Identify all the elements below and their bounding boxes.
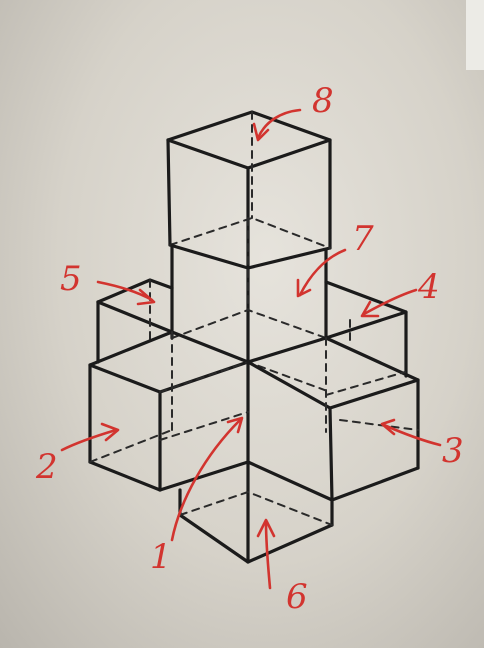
- cube-7: [170, 217, 328, 364]
- arrow-1: [170, 418, 242, 542]
- arrow-8: [256, 108, 302, 140]
- cube-2: [88, 330, 250, 492]
- label-1: 1: [150, 537, 172, 577]
- arrow-7: [298, 248, 347, 297]
- label-3: 3: [442, 431, 464, 471]
- arrow-4: [362, 288, 418, 316]
- label-8: 8: [312, 81, 334, 121]
- label-2: 2: [35, 447, 58, 487]
- cube-4: [324, 280, 408, 378]
- label-7: 7: [352, 219, 374, 259]
- arrow-2: [60, 428, 118, 452]
- cube-6: [178, 460, 334, 564]
- tape-strip: [466, 0, 484, 70]
- label-4: 4: [417, 267, 440, 307]
- arrow-6: [264, 520, 272, 590]
- cube-1: [158, 360, 331, 492]
- label-6: 6: [286, 577, 308, 617]
- annotation-arrows: [60, 108, 442, 590]
- arrow-3: [382, 423, 442, 447]
- label-5: 5: [60, 259, 82, 299]
- cube-3: [246, 336, 420, 502]
- cube-5: [96, 278, 174, 364]
